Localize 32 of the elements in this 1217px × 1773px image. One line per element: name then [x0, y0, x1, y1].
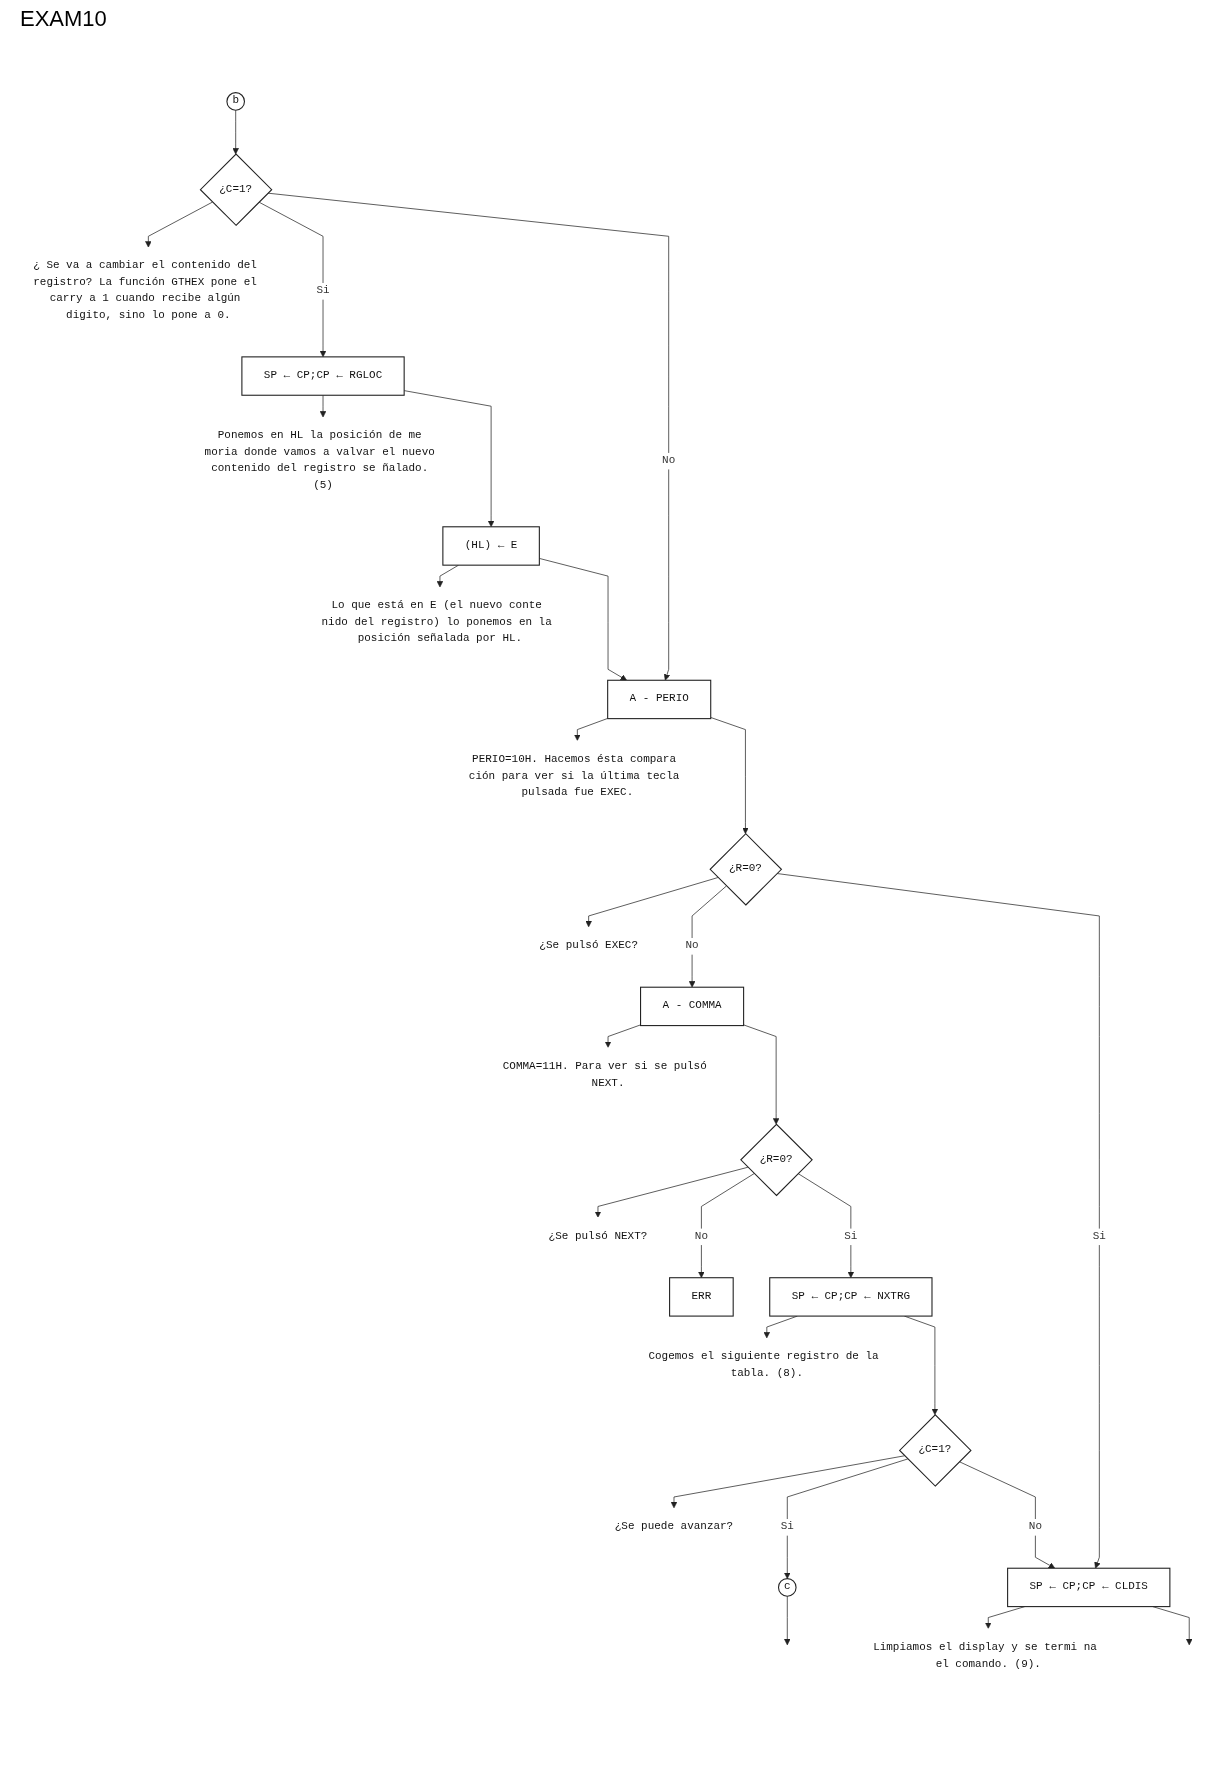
- edge-label: Si: [1092, 1229, 1106, 1243]
- node-box: ERR: [669, 1277, 734, 1317]
- node-text: ¿Se pulsó NEXT?: [548, 1229, 648, 1243]
- node-box: (HL) ← E: [442, 526, 540, 566]
- node-text: COMMA=11H. Para ver si se pulsó NEXT.: [502, 1059, 707, 1089]
- node-box: A - PERIO: [607, 679, 712, 720]
- node-box: SP ← CP;CP ← NXTRG: [769, 1277, 933, 1317]
- node-circle: c: [777, 1578, 797, 1597]
- edge-label: Si: [316, 284, 330, 297]
- node-diamond: ¿C=1?: [898, 1413, 972, 1487]
- node-diamond: ¿R=0?: [709, 832, 783, 906]
- node-text: ¿ Se va a cambiar el contenido del registro? La función GTHEX pone el carry a 1 cuando recibe algún digito, sino lo pone a 0.: [33, 259, 257, 322]
- edge-label: No: [694, 1229, 708, 1243]
- node-text: Limpiamos el display y se termi na el comando. (9).: [873, 1640, 1097, 1670]
- node-text: PERIO=10H. Hacemos ésta compara ción para ver si la última tecla pulsada fue EXEC.: [468, 752, 680, 799]
- edge-label: No: [685, 939, 699, 952]
- node-text: ¿Se pulsó EXEC?: [539, 939, 638, 952]
- node-text: Ponemos en HL la posición de me moria donde vamos a valvar el nuevo contenido del registro se ñalado. (5): [204, 429, 435, 492]
- node-box: A - COMMA: [640, 986, 745, 1027]
- node-diamond: ¿R=0?: [740, 1123, 813, 1197]
- edge-label: No: [1028, 1520, 1042, 1533]
- node-box: SP ← CP;CP ← RGLOC: [241, 356, 405, 396]
- node-diamond: ¿C=1?: [199, 153, 273, 227]
- edge-label: No: [662, 454, 676, 467]
- junction-label: EXAM10: [20, 6, 108, 32]
- edge-label: Si: [844, 1229, 858, 1243]
- edge-label: Si: [780, 1520, 794, 1533]
- node-circle: b: [226, 92, 245, 111]
- node-text: ¿Se puede avanzar?: [614, 1520, 734, 1533]
- node-text: Lo que está en E (el nuevo conte nido del registro) lo ponemos en la posición señalada por HL.: [321, 599, 552, 645]
- node-text: Cogemos el siguiente registro de la tabla. (8).: [648, 1350, 879, 1380]
- node-box: SP ← CP;CP ← CLDIS: [1007, 1567, 1171, 1608]
